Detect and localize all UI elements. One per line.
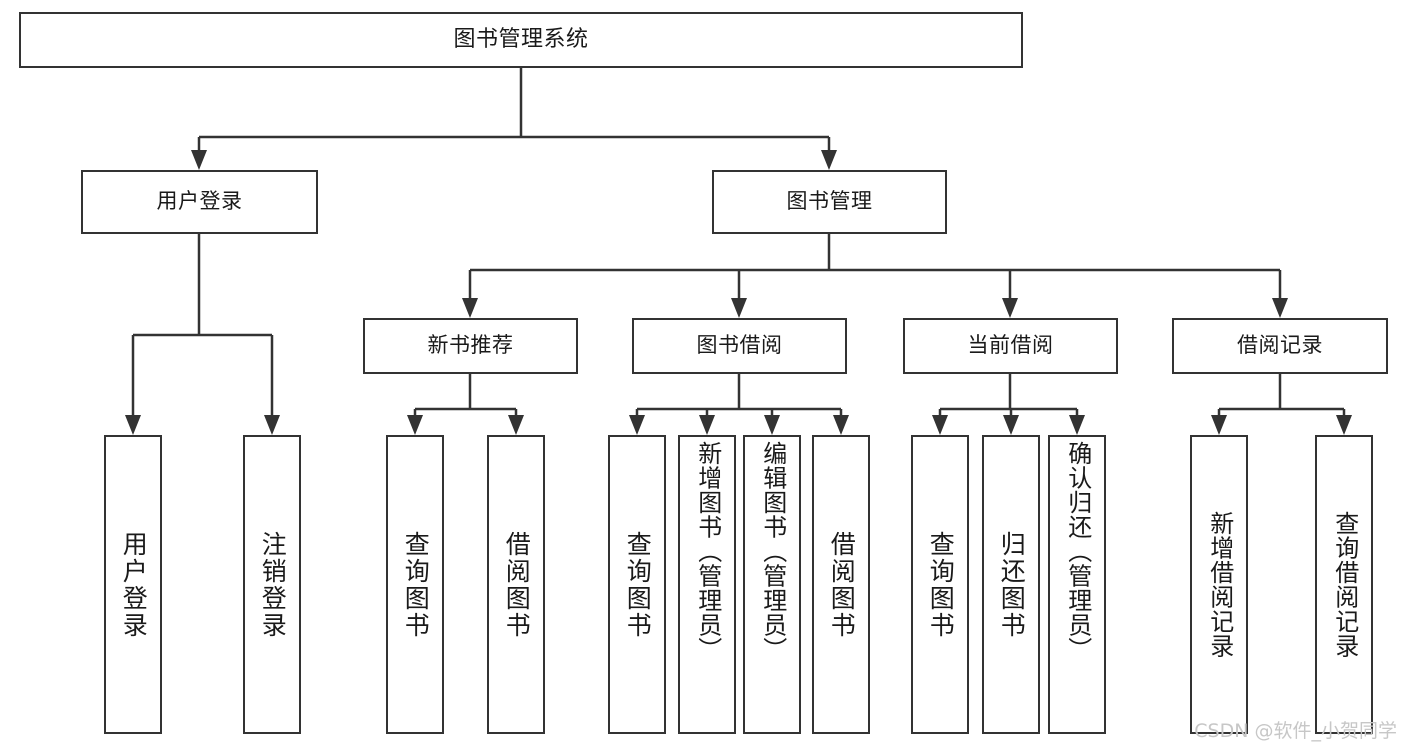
node-book-manage-label: 图书管理 bbox=[786, 189, 873, 214]
node-user-login-label: 用户登录 bbox=[156, 189, 243, 214]
node-leaf-confirm-return-admin-label: 确认归还（管理员） bbox=[1063, 441, 1092, 662]
node-leaf-confirm-return-admin[interactable]: 确认归还（管理员） bbox=[1048, 435, 1106, 734]
node-leaf-borrow-book-1-label: 借阅图书 bbox=[502, 530, 532, 639]
node-leaf-edit-book-admin-label: 编辑图书（管理员） bbox=[758, 441, 787, 662]
node-user-login[interactable]: 用户登录 bbox=[81, 170, 318, 234]
node-book-borrow[interactable]: 图书借阅 bbox=[632, 318, 847, 374]
node-leaf-return-book-label: 归还图书 bbox=[997, 530, 1027, 639]
node-leaf-user-login[interactable]: 用户登录 bbox=[104, 435, 162, 734]
node-leaf-edit-book-admin[interactable]: 编辑图书（管理员） bbox=[743, 435, 801, 734]
node-leaf-query-borrow-record-label: 查询借阅记录 bbox=[1330, 511, 1359, 658]
node-leaf-add-borrow-record[interactable]: 新增借阅记录 bbox=[1190, 435, 1248, 734]
node-book-borrow-label: 图书借阅 bbox=[696, 333, 783, 358]
node-book-manage[interactable]: 图书管理 bbox=[712, 170, 947, 234]
node-root[interactable]: 图书管理系统 bbox=[19, 12, 1023, 68]
node-leaf-user-login-label: 用户登录 bbox=[119, 530, 149, 639]
node-leaf-borrow-book-1[interactable]: 借阅图书 bbox=[487, 435, 545, 734]
node-new-book-recommend[interactable]: 新书推荐 bbox=[363, 318, 578, 374]
node-leaf-add-borrow-record-label: 新增借阅记录 bbox=[1205, 511, 1234, 658]
node-leaf-query-borrow-record[interactable]: 查询借阅记录 bbox=[1315, 435, 1373, 734]
node-leaf-borrow-book-2-label: 借阅图书 bbox=[827, 530, 857, 639]
node-leaf-borrow-book-2[interactable]: 借阅图书 bbox=[812, 435, 870, 734]
node-leaf-query-book-3-label: 查询图书 bbox=[926, 530, 956, 639]
node-new-book-recommend-label: 新书推荐 bbox=[427, 333, 514, 358]
node-leaf-query-book-2-label: 查询图书 bbox=[623, 530, 653, 639]
node-leaf-add-book-admin-label: 新增图书（管理员） bbox=[693, 441, 722, 662]
node-root-label: 图书管理系统 bbox=[453, 26, 589, 52]
node-leaf-query-book-2[interactable]: 查询图书 bbox=[608, 435, 666, 734]
node-current-borrow-label: 当前借阅 bbox=[967, 333, 1054, 358]
node-leaf-query-book-1-label: 查询图书 bbox=[401, 530, 431, 639]
node-borrow-record-label: 借阅记录 bbox=[1237, 333, 1323, 358]
node-current-borrow[interactable]: 当前借阅 bbox=[903, 318, 1118, 374]
node-leaf-query-book-1[interactable]: 查询图书 bbox=[386, 435, 444, 734]
node-leaf-add-book-admin[interactable]: 新增图书（管理员） bbox=[678, 435, 736, 734]
node-leaf-logout-login-label: 注销登录 bbox=[258, 530, 288, 639]
node-leaf-return-book[interactable]: 归还图书 bbox=[982, 435, 1040, 734]
node-leaf-query-book-3[interactable]: 查询图书 bbox=[911, 435, 969, 734]
watermark-text: CSDN @软件_小贺同学 bbox=[1194, 720, 1397, 742]
node-leaf-logout-login[interactable]: 注销登录 bbox=[243, 435, 301, 734]
node-borrow-record[interactable]: 借阅记录 bbox=[1172, 318, 1388, 374]
